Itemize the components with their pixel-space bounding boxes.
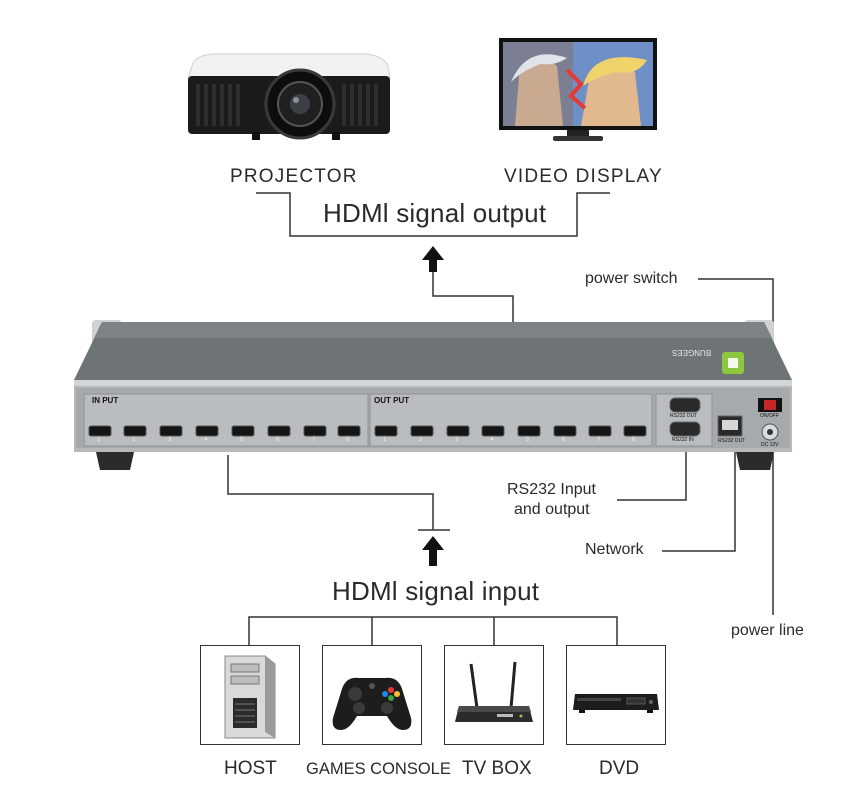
hdmi-signal-output-label: HDMl signal output	[323, 198, 547, 228]
hdmi-matrix-device	[74, 320, 792, 470]
projector-label: PROJECTOR	[230, 166, 358, 187]
dc-jack-label: DC 12V	[761, 442, 779, 448]
input-port-6: 6	[276, 437, 280, 443]
input-port-2: 2	[132, 437, 136, 443]
host-box	[200, 645, 300, 745]
output-port-6: 6	[562, 437, 566, 443]
projector-image	[187, 53, 391, 140]
input-port-numbers: 1 2 3 4 5 6 7 8	[89, 437, 377, 447]
output-port-7: 7	[597, 437, 601, 443]
output-port-8: 8	[632, 437, 636, 443]
output-port-2: 2	[419, 437, 423, 443]
power-switch-port-label: ON/OFF	[760, 413, 779, 419]
input-port-1: 1	[97, 437, 101, 443]
output-port-5: 5	[526, 437, 530, 443]
source-label-tv-box: TV BOX	[462, 758, 532, 779]
tv-box-box	[444, 645, 544, 745]
rs232-callout-line1: RS232 Input	[507, 481, 596, 498]
network-callout: Network	[585, 541, 644, 558]
video-display-label: VIDEO DISPLAY	[504, 166, 663, 187]
input-port-8: 8	[346, 437, 350, 443]
network-port-label: RS232 OUT	[718, 438, 746, 444]
output-port-4: 4	[490, 437, 494, 443]
source-label-dvd: DVD	[599, 758, 640, 779]
dvd-player-icon	[573, 694, 659, 713]
power-line-callout: power line	[731, 622, 804, 639]
source-label-host: HOST	[224, 758, 277, 779]
device-brand: BUNGEES	[672, 348, 712, 357]
input-port-3: 3	[168, 437, 172, 443]
input-port-4: 4	[204, 437, 208, 443]
output-port-3: 3	[455, 437, 459, 443]
rs232-callout-line2: and output	[514, 501, 590, 518]
video-display-image	[499, 38, 657, 141]
input-section-label: IN PUT	[92, 396, 119, 405]
power-switch-callout: power switch	[585, 270, 678, 287]
source-label-games-console: GAMES CONSOLE	[306, 760, 451, 778]
input-port-5: 5	[240, 437, 244, 443]
hdmi-signal-input-label: HDMl signal input	[332, 576, 540, 606]
output-port-1: 1	[383, 437, 387, 443]
dvd-box	[566, 645, 666, 745]
rs232-in-label: RS232 IN	[672, 437, 694, 443]
rs232-out-label: RS232 OUT	[670, 413, 698, 419]
host-pc-icon	[224, 655, 276, 739]
output-section-label: OUT PUT	[374, 396, 410, 405]
input-port-7: 7	[312, 437, 316, 443]
tv-box-icon	[455, 661, 533, 722]
games-console-box	[322, 645, 422, 745]
gamepad-icon	[332, 677, 412, 730]
output-port-numbers: 1 2 3 4 5 6 7 8	[375, 437, 663, 447]
